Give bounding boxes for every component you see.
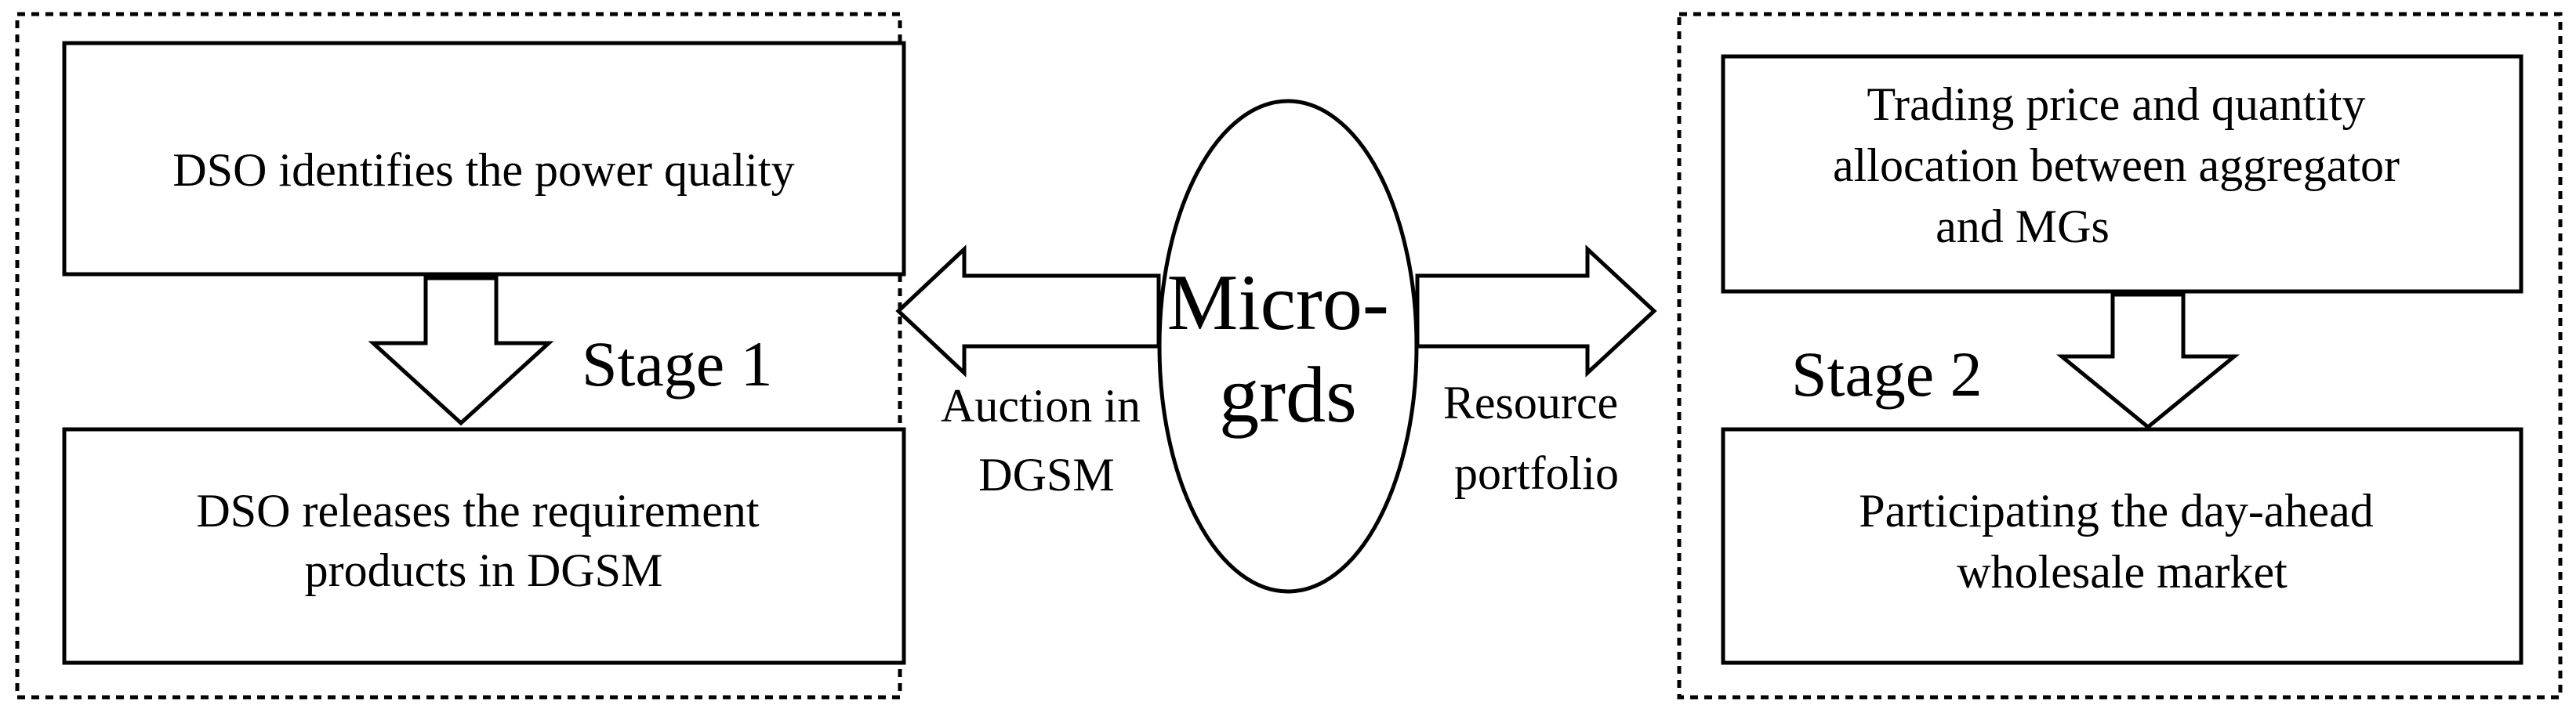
left-arrow-line-1: Auction in bbox=[941, 380, 1141, 432]
microgrids-ellipse bbox=[1157, 99, 1419, 594]
stage2-top-box bbox=[1721, 54, 2523, 294]
stage1-down-arrow bbox=[368, 276, 554, 426]
left-arrow-label: Auction in DGSM bbox=[941, 380, 1152, 501]
stage2-top-line-3: and MGs bbox=[1936, 201, 2110, 252]
stage2-top-line-2: allocation between aggregator bbox=[1833, 139, 2400, 191]
stage1-top-box-text: DSO identifies the power quality bbox=[172, 144, 794, 196]
stage1-bottom-line-1: DSO releases the requirement bbox=[196, 485, 759, 537]
stage2-label: Stage 2 bbox=[1791, 338, 1983, 410]
left-arrow-line-2: DGSM bbox=[978, 449, 1114, 501]
stage2-down-arrow bbox=[2055, 292, 2240, 430]
left-arrow bbox=[895, 244, 1161, 378]
microgrids-line-2: grds bbox=[1219, 351, 1357, 440]
stage2-top-line-1: Trading price and quantity bbox=[1867, 78, 2365, 130]
stage2-container bbox=[1677, 12, 2563, 700]
microgrids-line-1: Micro- bbox=[1167, 259, 1389, 347]
stage1-bottom-line-2: products in DGSM bbox=[305, 544, 663, 596]
stage1-label: Stage 1 bbox=[582, 328, 773, 400]
stage2-bottom-box bbox=[1721, 427, 2523, 665]
stage2-top-box-text: Trading price and quantity allocation be… bbox=[1833, 78, 2411, 252]
stage2-bottom-box-text: Participating the day-ahead wholesale ma… bbox=[1859, 485, 2385, 598]
microgrids-label: Micro- grds bbox=[1167, 259, 1410, 440]
right-arrow bbox=[1415, 244, 1657, 378]
stage2-bottom-line-2: wholesale market bbox=[1957, 546, 2288, 598]
stage2-bottom-line-1: Participating the day-ahead bbox=[1859, 485, 2373, 537]
right-arrow-label: Resource portfolio bbox=[1443, 377, 1630, 499]
stage1-top-line-1: DSO identifies the power quality bbox=[172, 144, 794, 196]
right-arrow-line-2: portfolio bbox=[1454, 447, 1619, 499]
stage1-top-box bbox=[62, 41, 906, 277]
right-arrow-line-1: Resource bbox=[1443, 377, 1618, 429]
stage1-bottom-box-text: DSO releases the requirement products in… bbox=[196, 485, 771, 596]
stage1-container bbox=[15, 12, 902, 700]
stage1-bottom-box bbox=[62, 427, 906, 665]
